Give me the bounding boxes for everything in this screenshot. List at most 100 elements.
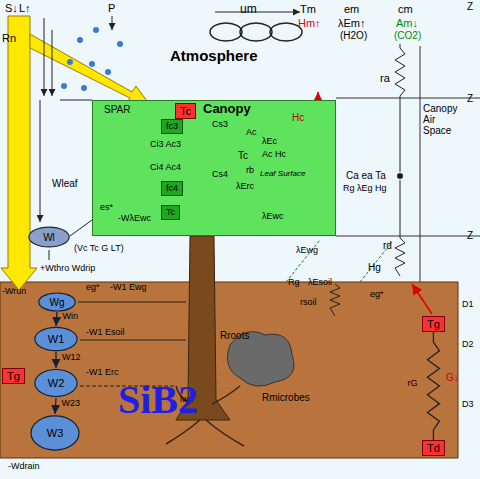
region-label: Atmosphere (170, 48, 258, 65)
edge-label: W23 (62, 399, 81, 409)
symbol-label: (Vc Tc G LT) (74, 244, 124, 254)
symbol-label: um (240, 3, 257, 16)
water-store-ellipse: W3 (30, 414, 80, 452)
rain-drops (61, 83, 67, 89)
wind-eddies (210, 23, 242, 41)
symbol-label: ra (380, 72, 390, 84)
wind-eddies (240, 23, 272, 41)
symbol-label: Rroots (220, 330, 249, 341)
node-text: Wg (50, 297, 65, 308)
symbol-label: S↓ (5, 2, 18, 14)
symbol-label: es* (100, 203, 113, 213)
symbol-label: Ac (246, 128, 257, 138)
symbol-label: cm (398, 3, 413, 15)
node-text: fc4 (166, 184, 178, 194)
flux-lines (60, 100, 92, 101)
flux-lines (70, 220, 92, 236)
ellipse-shape (35, 370, 77, 397)
symbol-label: Rg λEg Hg (343, 184, 387, 194)
symbol-label: Hg (368, 262, 381, 273)
ellipse-shape (31, 416, 79, 450)
rain-drops (77, 37, 83, 43)
resistor-symbol (395, 48, 405, 96)
symbol-label: Tm (300, 3, 316, 15)
region-label: Canopy Air Space (423, 103, 465, 136)
rain-drops (105, 69, 111, 75)
symbol-label: -Wrun (2, 287, 26, 297)
fraction-box: fc3 (161, 119, 183, 134)
water-store-ellipse: W2 (34, 368, 78, 398)
note-label: Leaf Surface (260, 170, 305, 179)
resistor-symbol (330, 284, 340, 316)
temperature-box: Tg (2, 368, 25, 384)
resistor-symbol (395, 238, 405, 276)
symbol-label: λEwc (262, 212, 284, 222)
node-text: Wl (43, 232, 55, 243)
fraction-box: fc4 (161, 181, 183, 196)
symbol-label: em (344, 3, 359, 15)
node-text: W1 (48, 333, 65, 345)
symbol-label: Cs4 (212, 170, 228, 180)
symbol-label: λEm↑ (338, 17, 366, 29)
symbol-label: Hm↑ (298, 17, 321, 29)
background-regions (336, 98, 480, 99)
symbol-label: L↑ (19, 2, 31, 14)
flux-lines (49, 250, 50, 260)
symbol-label: -W1 Erc (86, 368, 119, 378)
rain-drops (67, 59, 73, 65)
symbol-label: Cs3 (212, 120, 228, 130)
symbol-label: Rmicrobes (262, 392, 310, 403)
water-store-ellipse: Wg (38, 292, 76, 312)
node-point (397, 173, 403, 179)
flow-arrow (55, 352, 56, 368)
node-text: fc3 (166, 122, 178, 132)
symbol-label: Ac Hc (262, 150, 286, 160)
symbol-label: G↓ (446, 372, 459, 383)
symbol-label: rb (246, 166, 254, 176)
symbol-label: Rn (2, 32, 16, 44)
model-name: SiB2 (118, 378, 198, 422)
background-regions (0, 0, 480, 458)
symbol-label: -W1 Ewg (110, 283, 147, 293)
node-text: W2 (48, 377, 65, 389)
background-regions (420, 46, 421, 282)
rain-drops (81, 85, 87, 91)
rain-drops (89, 61, 95, 67)
temperature-box: Tc (161, 205, 180, 220)
symbol-label: -WλEwc (118, 214, 151, 224)
edge-label: Win (63, 312, 79, 322)
symbol-label: Ci4 Ac4 (150, 163, 181, 173)
symbol-label: D3 (462, 400, 474, 410)
flux-lines (40, 100, 41, 222)
flux-lines (400, 180, 401, 238)
temperature-box: Td (422, 440, 445, 456)
water-store-ellipse: Wl (28, 226, 70, 248)
temperature-box: Tg (422, 316, 445, 332)
symbol-label: SPAR (104, 104, 131, 115)
heat-arrows (412, 284, 432, 314)
background-regions (336, 236, 480, 237)
symbol-label: D1 (462, 300, 474, 310)
symbol-label: rsoil (300, 298, 317, 308)
water-store-ellipse: W1 (34, 326, 78, 352)
symbol-label: (H2O) (340, 30, 367, 41)
radiation-arrow (30, 34, 152, 108)
symbol-label: λEwg (296, 246, 318, 256)
symbol-label: Z (467, 93, 473, 104)
ellipse-shape (29, 227, 69, 247)
symbol-label: (CO2) (394, 30, 421, 41)
flux-lines (400, 44, 401, 48)
symbol-label: eg* (86, 283, 100, 293)
node-text: Tc (166, 208, 175, 218)
symbol-label: Ci3 Ac3 (150, 140, 181, 150)
wind-eddies (270, 23, 302, 41)
symbol-label: -W1 Esoil (86, 328, 125, 338)
node-text: W3 (47, 427, 64, 439)
symbol-label: P (108, 2, 115, 14)
node-text: Tg (427, 318, 440, 330)
flux-lines (215, 12, 300, 13)
ellipse-shape (39, 293, 75, 311)
resistor-connector (427, 332, 439, 440)
temperature-box: Tc (175, 103, 196, 119)
